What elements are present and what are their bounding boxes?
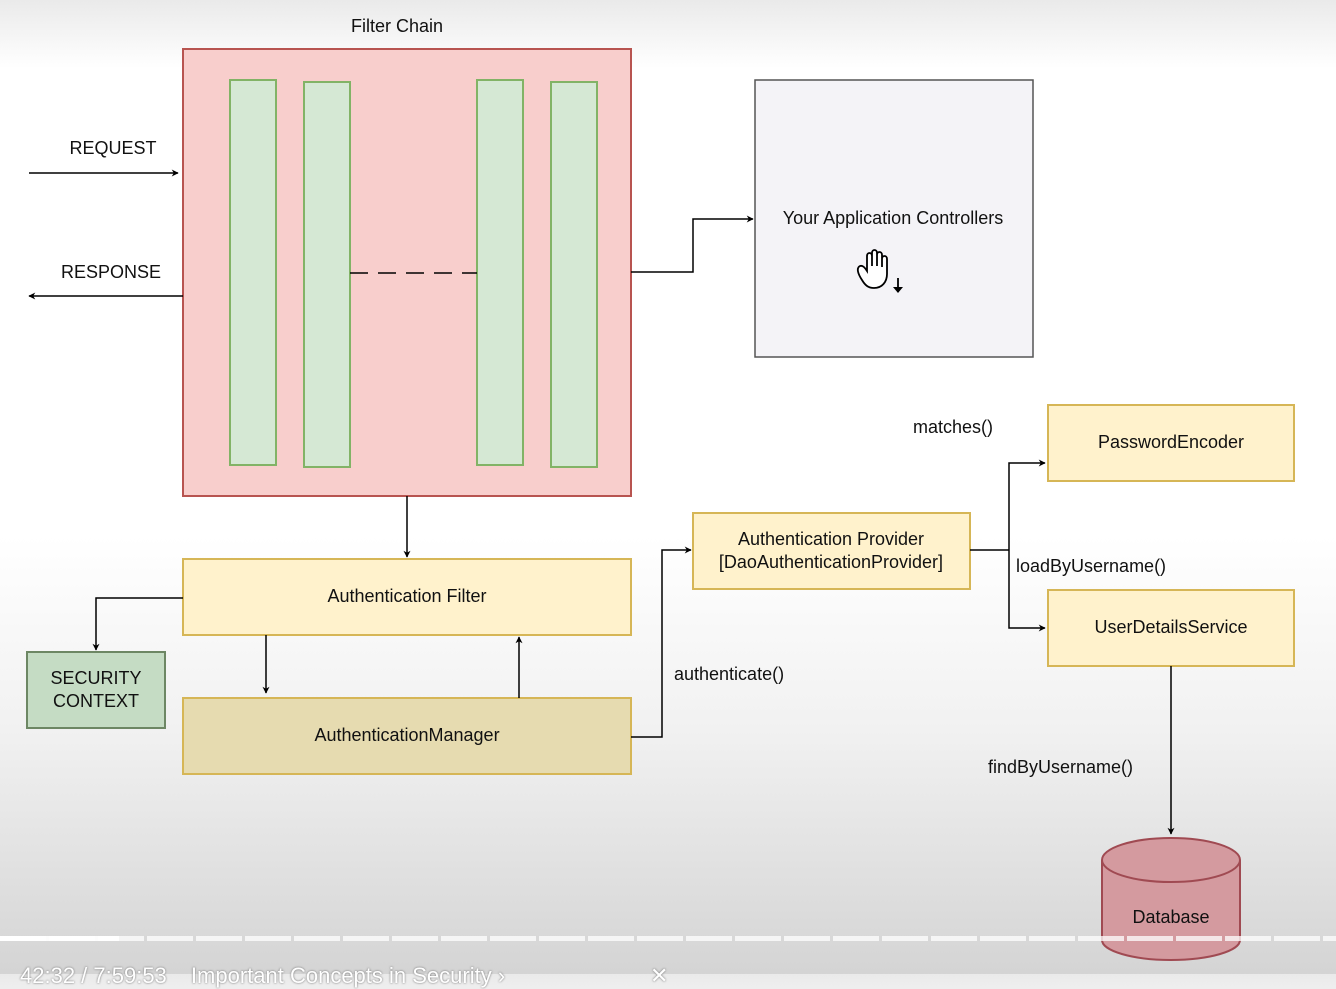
password-encoder-box (1047, 404, 1295, 482)
response-label: RESPONSE (61, 262, 161, 282)
filter-1 (229, 79, 277, 466)
password-encoder-label: PasswordEncoder (1098, 432, 1244, 452)
user-details-service-label: UserDetailsService (1094, 617, 1247, 637)
video-player-bar: 42:32 / 7:59:53 Important Concepts in Se… (0, 936, 1336, 988)
close-icon[interactable]: ✕ (650, 963, 669, 988)
video-progress-bar[interactable] (0, 936, 1336, 941)
filter-chain-title: Filter Chain (351, 16, 443, 36)
authentication-provider-label-line2: [DaoAuthenticationProvider] (719, 552, 943, 572)
authenticate-label: authenticate() (674, 664, 784, 684)
auth-filter-to-security-context-arrow (92, 597, 183, 651)
provider-to-user-details-service-arrow (1008, 550, 1046, 632)
application-controllers-box (754, 79, 1034, 358)
manager-to-provider-arrow (631, 546, 692, 738)
video-progress-fill (0, 936, 119, 941)
video-chapter-title[interactable]: Important Concepts in Security › (190, 963, 506, 988)
authentication-manager-box (182, 697, 632, 775)
database-cylinder (1101, 837, 1241, 961)
authentication-filter-box (182, 558, 632, 636)
authentication-provider-box (692, 512, 971, 590)
filter-chain-to-controllers-arrow (631, 215, 754, 273)
authentication-provider-label-line1: Authentication Provider (738, 529, 924, 549)
filter-2 (303, 81, 351, 468)
user-details-service-box (1047, 589, 1295, 667)
video-info: 42:32 / 7:59:53 Important Concepts in Se… (20, 963, 505, 989)
security-context-box (26, 651, 166, 729)
database-label: Database (1132, 907, 1209, 927)
request-label: REQUEST (69, 138, 156, 158)
load-by-username-label: loadByUsername() (1016, 556, 1166, 576)
application-controllers-label: Your Application Controllers (783, 208, 1003, 228)
find-by-username-label: findByUsername() (988, 757, 1133, 777)
authentication-filter-label: Authentication Filter (327, 586, 486, 606)
filter-4 (550, 81, 598, 468)
matches-label: matches() (913, 417, 993, 437)
hand-cursor-icon (856, 249, 903, 293)
security-context-label-line1: SECURITY (50, 668, 141, 688)
security-context-label-line2: CONTEXT (53, 691, 139, 711)
provider-to-password-encoder-arrow (1008, 459, 1046, 550)
authentication-manager-label: AuthenticationManager (314, 725, 499, 745)
filter-3 (476, 79, 524, 466)
video-time: 42:32 / 7:59:53 (20, 963, 167, 988)
